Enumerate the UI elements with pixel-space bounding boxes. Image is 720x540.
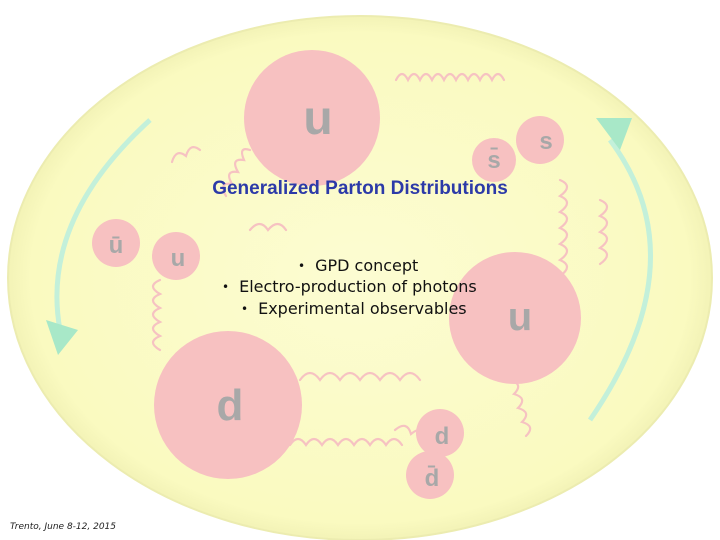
quark-u-left	[152, 232, 200, 280]
quark-d-small	[416, 409, 464, 457]
label-u-top: u	[303, 92, 332, 145]
bullet-text: Electro-production of photons	[239, 277, 477, 296]
bullet-dot: •	[241, 302, 249, 316]
quark-u-top	[244, 50, 380, 186]
footer-text: Trento, June 8-12, 2015	[10, 522, 117, 532]
bullet-text: Experimental observables	[258, 299, 467, 318]
quark-u-right	[449, 252, 581, 384]
bullet-item: • Experimental observables	[241, 299, 467, 318]
bullet-item: • Electro-production of photons	[222, 277, 477, 296]
quark-d-big	[154, 331, 302, 479]
bullet-dot: •	[222, 280, 230, 294]
label-d-small: d	[435, 423, 450, 450]
label-d-big: d	[217, 381, 244, 430]
bullet-text: GPD concept	[315, 256, 419, 275]
quark-sbar	[472, 138, 516, 182]
label-dbar: d̄	[425, 465, 440, 492]
circulation-arrows	[54, 118, 653, 422]
quark-circles	[92, 50, 581, 499]
quark-dbar	[406, 451, 454, 499]
quark-s	[516, 116, 564, 164]
right-arrowhead	[596, 118, 632, 150]
label-ubar: ū	[109, 232, 124, 259]
slide-title: Generalized Parton Distributions	[212, 178, 508, 199]
label-u-left: u	[171, 245, 186, 272]
bullet-item: • GPD concept	[298, 256, 418, 275]
label-s: s	[539, 128, 552, 155]
bullet-dot: •	[298, 259, 306, 273]
label-u-right: u	[508, 295, 532, 339]
label-sbar: s̄	[487, 147, 500, 174]
left-arrowhead	[46, 320, 78, 355]
quark-ubar	[92, 219, 140, 267]
